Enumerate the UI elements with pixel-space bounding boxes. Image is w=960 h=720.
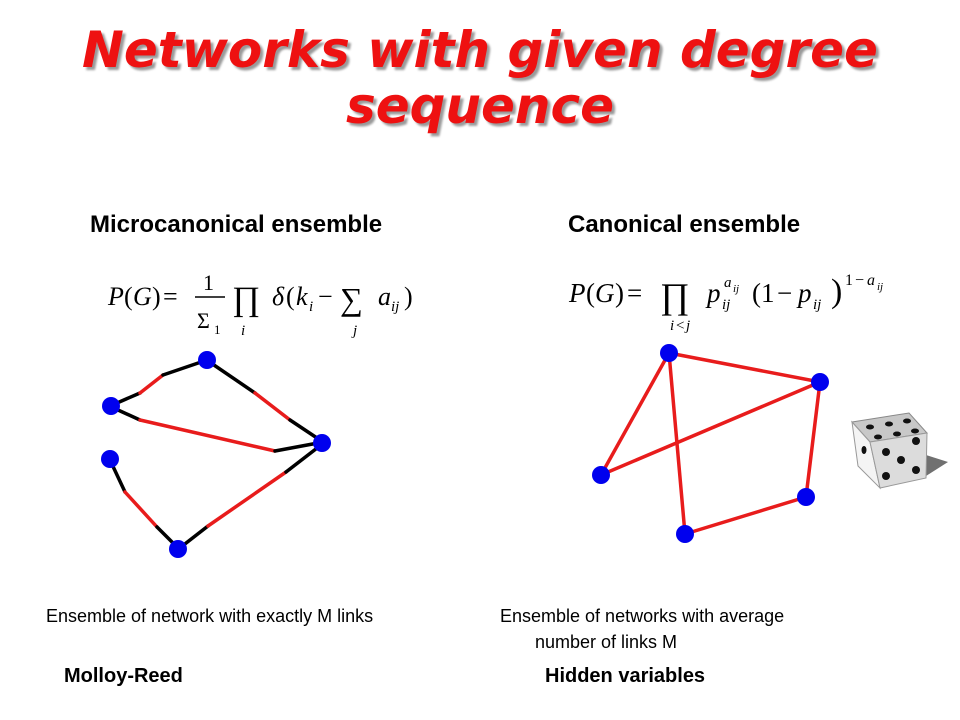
link-edge xyxy=(138,418,277,453)
stub-edge xyxy=(179,524,210,549)
link-edge xyxy=(599,351,671,477)
svg-text:∏: ∏ xyxy=(660,276,690,316)
svg-text:): ) xyxy=(831,273,842,310)
svg-text:i: i xyxy=(670,318,674,334)
svg-text:i: i xyxy=(241,323,245,339)
svg-text:<: < xyxy=(676,318,684,334)
svg-text:): ) xyxy=(615,278,624,308)
hidden-variables-label: Hidden variables xyxy=(545,665,706,687)
stub-edge xyxy=(288,418,322,442)
svg-text:ij: ij xyxy=(877,281,883,293)
network-node xyxy=(660,344,678,362)
svg-text:=: = xyxy=(627,278,642,308)
canonical-heading: Canonical ensemble xyxy=(568,211,801,238)
canonical-formula: P ( G ) = ∏ i < j p ij a ij (1 − p ij ) … xyxy=(568,272,883,334)
stub-edge xyxy=(273,441,320,453)
microcanonical-network xyxy=(101,351,331,558)
network-node xyxy=(811,373,829,391)
title-line-2: sequence xyxy=(345,77,615,135)
svg-text:−: − xyxy=(318,282,333,311)
svg-text:a: a xyxy=(724,275,732,291)
svg-text:(: ( xyxy=(586,278,595,308)
canonical-caption-line-2: number of links M xyxy=(535,632,678,652)
svg-text:p: p xyxy=(796,278,812,308)
svg-text:i: i xyxy=(309,299,313,315)
svg-text:=: = xyxy=(163,282,178,311)
molloy-reed-label: Molloy-Reed xyxy=(64,665,183,687)
canonical-network xyxy=(592,344,829,543)
canonical-caption: Ensemble of networks with average number… xyxy=(500,603,900,655)
canonical-caption-line-1: Ensemble of networks with average xyxy=(500,606,785,626)
network-node xyxy=(101,450,119,468)
svg-text:ij: ij xyxy=(813,297,821,313)
svg-text:ij: ij xyxy=(391,299,399,315)
svg-text:j: j xyxy=(351,323,357,339)
stub-edge xyxy=(284,443,323,474)
svg-text:1: 1 xyxy=(845,272,853,289)
svg-text:G: G xyxy=(133,282,152,311)
stub-edge xyxy=(115,391,142,405)
dice-icon xyxy=(851,412,948,490)
link-edge xyxy=(123,490,159,529)
svg-text:−: − xyxy=(777,278,792,308)
slide-title: Networks with given degree sequence xyxy=(0,22,960,134)
svg-text:P: P xyxy=(107,282,124,311)
svg-text:∏: ∏ xyxy=(232,281,260,318)
link-edge xyxy=(667,351,822,384)
svg-text:j: j xyxy=(684,318,690,334)
network-node xyxy=(592,466,610,484)
svg-text:Σ: Σ xyxy=(197,308,210,333)
svg-text:P: P xyxy=(568,278,586,308)
svg-text:1: 1 xyxy=(203,270,214,295)
svg-text:1: 1 xyxy=(214,322,221,337)
svg-text:∑: ∑ xyxy=(340,281,363,317)
network-node xyxy=(676,525,694,543)
network-node xyxy=(169,540,187,558)
svg-text:ij: ij xyxy=(733,283,739,295)
svg-text:): ) xyxy=(152,282,161,311)
link-edge xyxy=(253,391,292,422)
stub-edge xyxy=(116,408,142,422)
network-node xyxy=(797,488,815,506)
link-edge xyxy=(138,373,165,395)
microcanonical-formula: P ( G ) = 1 Σ 1 ∏ i δ ( k i − ∑ j a ij ) xyxy=(107,270,413,339)
svg-text:G: G xyxy=(595,278,615,308)
svg-text:(: ( xyxy=(124,282,133,311)
svg-text:(: ( xyxy=(286,282,295,311)
network-node xyxy=(313,434,331,452)
svg-text:a: a xyxy=(378,282,391,311)
svg-text:ij: ij xyxy=(722,297,730,313)
title-line-1: Networks with given degree xyxy=(82,21,878,79)
svg-text:): ) xyxy=(404,282,413,311)
link-edge xyxy=(599,380,822,477)
microcanonical-heading: Microcanonical ensemble xyxy=(90,211,383,238)
network-node xyxy=(102,397,120,415)
link-edge xyxy=(683,495,808,536)
link-edge xyxy=(804,380,822,499)
svg-text:a: a xyxy=(867,272,875,289)
svg-text:(1: (1 xyxy=(752,278,775,308)
svg-text:δ: δ xyxy=(272,282,285,311)
stub-edge xyxy=(209,361,257,395)
svg-text:p: p xyxy=(705,278,721,308)
link-edge xyxy=(206,470,288,528)
svg-text:k: k xyxy=(296,282,308,311)
network-node xyxy=(198,351,216,369)
svg-text:−: − xyxy=(855,272,864,289)
microcanonical-caption: Ensemble of network with exactly M links xyxy=(46,606,374,626)
